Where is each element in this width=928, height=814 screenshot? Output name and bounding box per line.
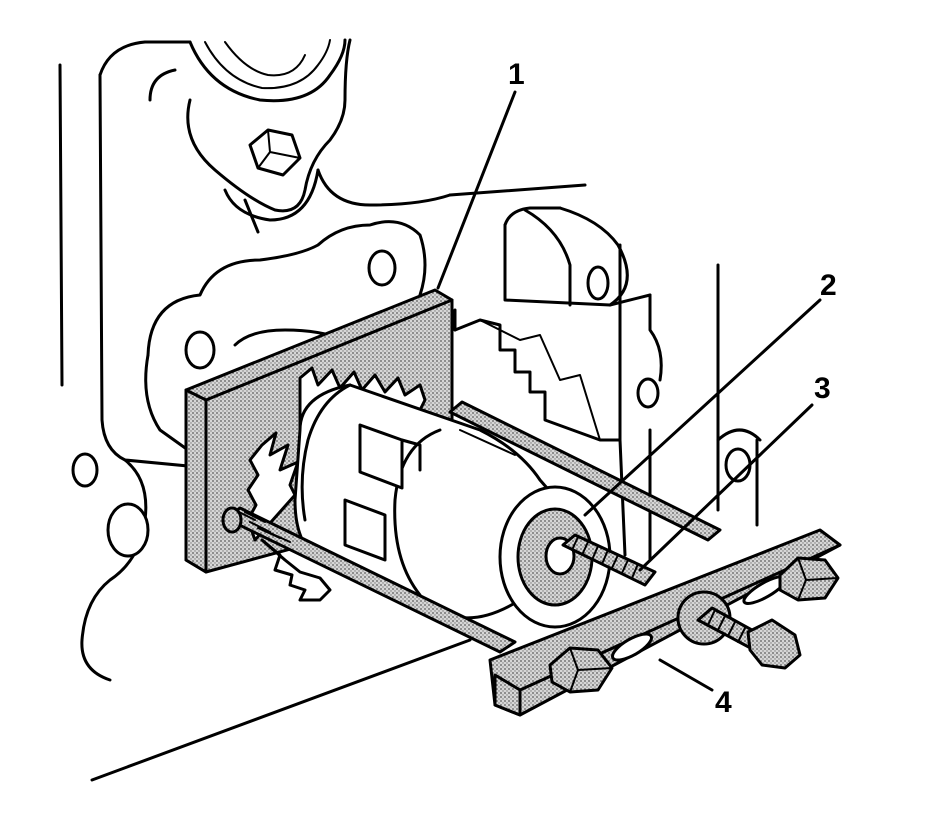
forcing-screw	[561, 533, 657, 587]
block-hole	[106, 502, 150, 558]
callout-2: 2	[820, 269, 837, 302]
callouts: 1 2 3 4	[508, 58, 837, 719]
leader-3	[638, 403, 814, 572]
housing-hole	[636, 377, 660, 409]
leader-4	[658, 658, 714, 692]
bolt-head-bottom	[746, 618, 802, 670]
bar-bolts	[548, 556, 840, 694]
leader-1	[436, 90, 517, 290]
puller-adapter-cylinder	[293, 383, 612, 629]
flange-hole	[367, 249, 397, 287]
threaded-rods	[221, 400, 722, 654]
callout-3: 3	[814, 372, 831, 405]
block-hole	[71, 452, 99, 488]
engine-block	[58, 38, 762, 782]
flange-hole	[184, 330, 216, 370]
callout-4: 4	[715, 686, 732, 719]
callout-1: 1	[508, 58, 525, 91]
leader-2	[583, 298, 822, 517]
leader-lines	[436, 90, 822, 692]
housing-hole	[586, 265, 610, 301]
